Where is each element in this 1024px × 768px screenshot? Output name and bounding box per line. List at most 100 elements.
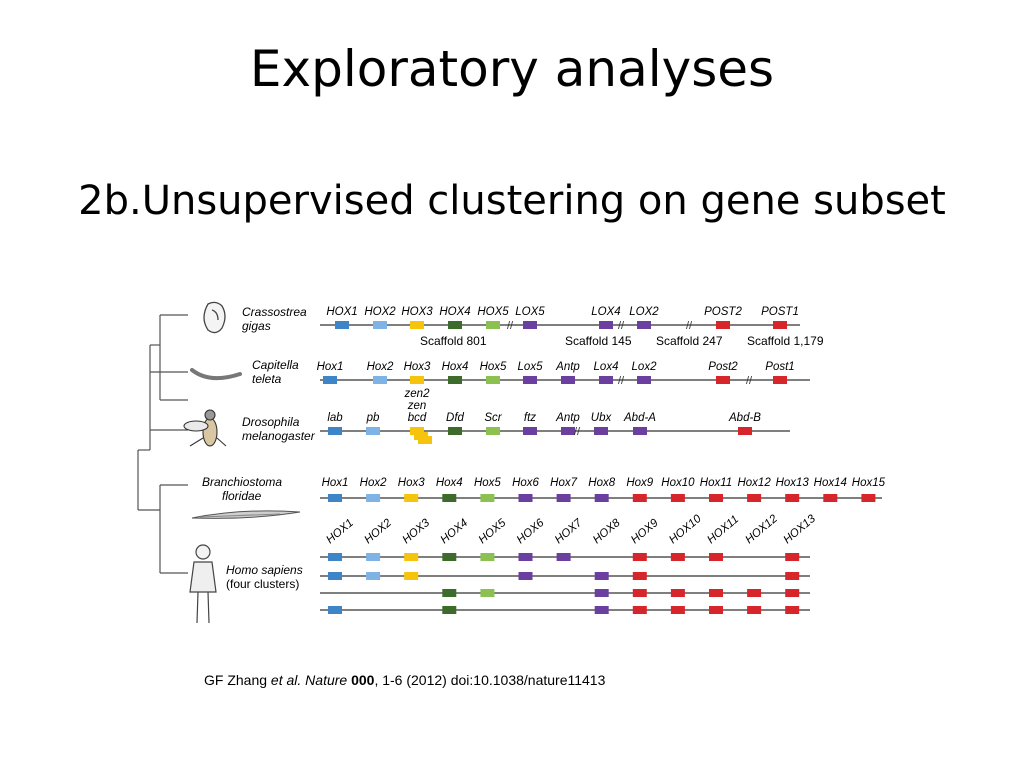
gene-label: HOX6 — [515, 517, 547, 547]
gene-label: Hox10 — [661, 477, 695, 489]
slide-title: Exploratory analyses — [249, 40, 775, 98]
species-name: Capitella — [252, 358, 299, 372]
gene-box — [594, 494, 609, 502]
gene-box — [404, 494, 419, 502]
gene-box — [404, 553, 419, 561]
gene-box — [328, 606, 342, 614]
gene-box — [747, 589, 762, 597]
scaffold-break-mark: // — [507, 320, 514, 332]
gene-box — [323, 376, 337, 384]
scaffold-break-mark: // — [618, 375, 625, 387]
gene-box — [747, 606, 762, 614]
gene-label: Hox7 — [550, 477, 577, 489]
scaffold-label: Scaffold 801 — [420, 334, 487, 348]
species-name: floridae — [222, 489, 262, 503]
gene-box — [448, 376, 462, 384]
gene-box — [442, 606, 457, 614]
gene-box — [670, 553, 685, 561]
gene-label: LOX5 — [515, 306, 545, 318]
gene-box — [523, 321, 537, 329]
gene-box — [785, 553, 800, 561]
gene-box — [523, 427, 537, 435]
gene-box — [328, 427, 342, 435]
gene-label: Hox5 — [474, 477, 501, 489]
gene-label: Hox11 — [700, 477, 732, 489]
gene-box — [594, 572, 609, 580]
gene-box — [366, 553, 381, 561]
species-name: Branchiostoma — [202, 475, 282, 489]
gene-label: Lox2 — [632, 361, 658, 373]
gene-label: Hox2 — [367, 361, 394, 373]
gene-box — [373, 376, 387, 384]
gene-box — [709, 494, 723, 502]
gene-box — [518, 494, 533, 502]
gene-box — [486, 376, 500, 384]
gene-box — [366, 427, 380, 435]
gene-label: ftz — [524, 412, 536, 424]
species-name: Drosophila — [242, 415, 300, 429]
gene-box — [633, 427, 647, 435]
species-names: Crassostrea gigas Capitella teleta Droso… — [202, 305, 316, 591]
gene-label: Hox15 — [852, 477, 886, 489]
gene-box — [785, 589, 800, 597]
citation-volume: 000 — [351, 672, 375, 688]
gene-box — [632, 553, 647, 561]
gene-box — [480, 553, 495, 561]
gene-box — [716, 376, 730, 384]
gene-box — [670, 589, 685, 597]
gene-box — [373, 321, 387, 329]
gene-label: Hox8 — [588, 477, 615, 489]
worm-icon — [190, 368, 242, 381]
gene-box — [442, 589, 457, 597]
gene-box — [486, 321, 500, 329]
scaffold-break-mark: // — [746, 375, 753, 387]
gene-box — [366, 572, 381, 580]
gene-box — [556, 494, 571, 502]
gene-box — [773, 321, 787, 329]
phylogenetic-tree — [137, 314, 188, 574]
gene-box — [448, 427, 462, 435]
gene-label: Ubx — [591, 412, 613, 424]
gene-label: Hox3 — [398, 477, 425, 489]
gene-box — [366, 494, 381, 502]
gene-box — [410, 427, 424, 435]
gene-label: HOX1 — [326, 306, 357, 318]
scaffold-break-mark: // — [574, 426, 581, 438]
gene-box — [335, 321, 349, 329]
gene-box — [556, 553, 571, 561]
gene-label: HOX10 — [667, 512, 704, 546]
gene-label: zen — [407, 400, 427, 412]
scaffold-label: Scaffold 1,179 — [747, 334, 824, 348]
gene-box — [709, 553, 723, 561]
gene-box — [480, 494, 495, 502]
gene-label: Post2 — [708, 361, 738, 373]
gene-label: HOX4 — [439, 306, 470, 318]
gene-label: Hox6 — [512, 477, 539, 489]
gene-box — [523, 376, 537, 384]
gene-label: Lox5 — [518, 361, 544, 373]
gene-box — [670, 606, 685, 614]
gene-box — [785, 606, 800, 614]
gene-box — [410, 321, 424, 329]
gene-box — [561, 427, 575, 435]
gene-box — [670, 494, 685, 502]
gene-box — [594, 606, 609, 614]
gene-label: Abd-A — [623, 412, 656, 424]
gene-box — [599, 376, 613, 384]
species-name: melanogaster — [242, 429, 316, 443]
gene-box — [404, 572, 419, 580]
gene-box — [785, 572, 800, 580]
gene-box — [410, 376, 424, 384]
gene-label: Antp — [555, 361, 580, 373]
species-name: gigas — [242, 319, 271, 333]
gene-label: Lox4 — [594, 361, 619, 373]
gene-box — [594, 589, 609, 597]
gene-label: HOX8 — [591, 517, 623, 547]
gene-label: Hox1 — [317, 361, 344, 373]
citation-rest: , 1-6 (2012) doi:10.1038/nature11413 — [374, 672, 606, 688]
gene-label: Hox1 — [322, 477, 349, 489]
gene-label: HOX12 — [743, 512, 780, 546]
lancelet-icon — [191, 510, 301, 519]
gene-box — [442, 494, 457, 502]
oyster-icon — [203, 301, 226, 334]
